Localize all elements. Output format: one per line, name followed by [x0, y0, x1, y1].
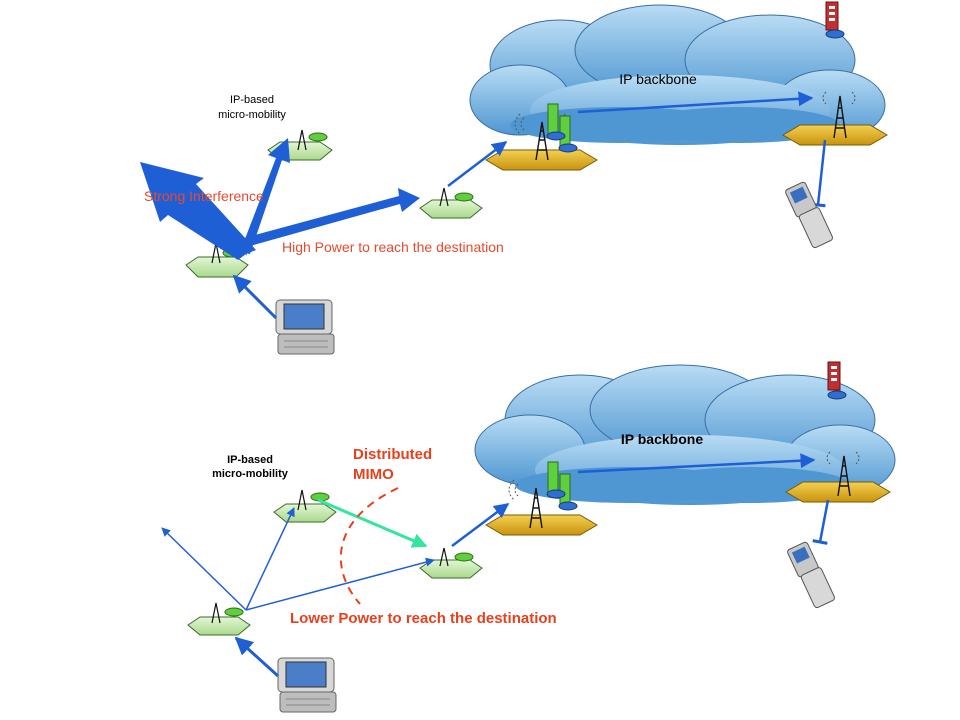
bottom-panel: IP backbone [161, 361, 896, 713]
bottom-server-icon [827, 361, 847, 400]
top-handheld-device-icon [275, 299, 335, 355]
bottom-source-node [187, 602, 251, 636]
bottom-right-tower-icon [826, 451, 860, 497]
ip-backbone-cloud [469, 4, 886, 145]
bottom-upper-node [273, 489, 337, 523]
bottom-handheld-device-icon [277, 657, 337, 713]
mimo-cooperation-arrow [317, 498, 428, 548]
bottom-backbone-label: IP backbone [621, 431, 703, 447]
bottom-mobility-label-2: micro-mobility [212, 468, 289, 480]
thick-arrow-right [244, 188, 420, 256]
ip-backbone-cloud [474, 364, 896, 505]
mimo-dashed-curve [339, 487, 399, 605]
top-backbone-label: IP backbone [619, 71, 697, 87]
bottom-relay-node [419, 547, 483, 579]
top-mobility-label-1: IP-based [230, 94, 274, 106]
top-interference-label: Strong Interference [144, 188, 264, 204]
mimo-label-1: Distributed [353, 446, 432, 463]
thin-arrow-left [161, 527, 247, 611]
bottom-downlink-arrow [812, 499, 830, 545]
thin-arrow-right [245, 557, 435, 611]
top-relay-node [419, 187, 483, 219]
bottom-mobility-label-1: IP-based [227, 454, 273, 466]
mimo-label-2: MIMO [353, 466, 394, 483]
top-relay-uplink-arrow [447, 141, 508, 187]
top-left-gold-pad [485, 149, 598, 171]
bottom-power-label: Lower Power to reach the destination [290, 610, 557, 627]
top-high-power-arrows [140, 138, 420, 260]
top-left-tower-icon [514, 113, 570, 161]
top-panel: IP backbone [140, 1, 888, 355]
thin-arrow-up [245, 507, 295, 611]
thick-arrow-left [140, 162, 256, 260]
top-right-tower-icon [822, 91, 856, 139]
bottom-backbone-arrow [577, 453, 816, 474]
top-downlink-arrow [810, 139, 827, 208]
bottom-uplink-arrow [234, 636, 280, 678]
top-server-icon [825, 1, 845, 39]
top-power-label: High Power to reach the destination [282, 239, 504, 255]
top-router-stack-icon [546, 103, 578, 153]
top-mobility-label-2: micro-mobility [218, 109, 286, 121]
bottom-mobile-phone-icon [787, 541, 835, 609]
thick-arrow-up [240, 138, 290, 254]
bottom-relay-uplink-arrow [451, 503, 510, 547]
top-mobile-phone-icon [785, 181, 833, 249]
top-backbone-arrow [577, 91, 814, 114]
top-uplink-arrow [232, 274, 278, 320]
bottom-router-stack-icon [546, 461, 578, 511]
